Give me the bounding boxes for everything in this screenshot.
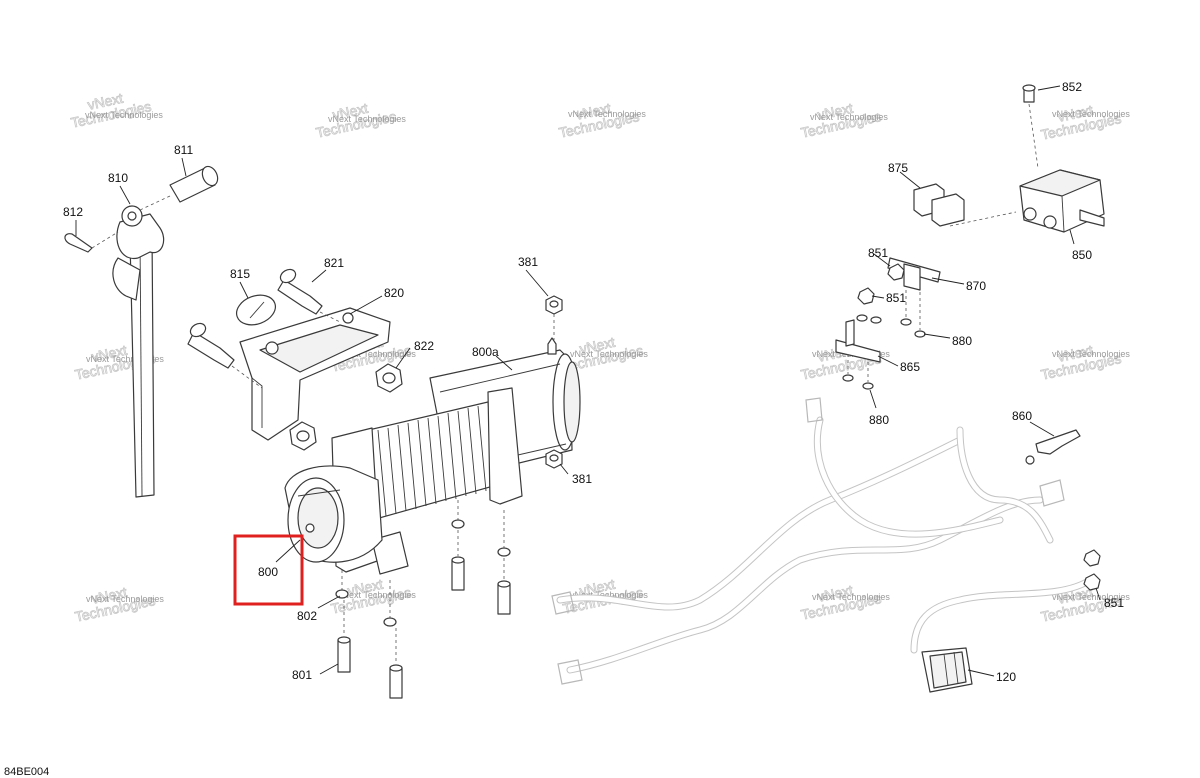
clamp-860 <box>1025 429 1081 465</box>
watermark-text: vNext <box>816 100 854 123</box>
bolt-852 <box>1022 84 1039 169</box>
watermark-text: vNext Technologies <box>570 349 648 359</box>
callout-labels: 811 810 812 815 821 820 822 381 381 800a… <box>63 80 1124 684</box>
nut-851 <box>857 263 1101 591</box>
leader-lines <box>75 85 1101 677</box>
callout-822: 822 <box>414 339 434 353</box>
bracket-865 <box>835 319 881 363</box>
watermark-text: vNext Technologies <box>86 594 164 604</box>
watermark-text: vNext <box>90 584 128 607</box>
nut-381-bottom <box>545 449 563 469</box>
watermark-text: vNext Technologies <box>1052 349 1130 359</box>
callout-810: 810 <box>108 171 128 185</box>
wiring-harness <box>551 397 1094 685</box>
watermark-text: vNext <box>578 576 616 599</box>
diagram-code: 84BE004 <box>4 766 49 778</box>
hook-pin-811 <box>139 165 219 211</box>
watermark-text: vNext Technologies <box>810 112 888 122</box>
contactor-850 <box>1019 169 1105 233</box>
watermark-text: vNext <box>90 342 128 365</box>
winch-assembly-800 <box>284 337 581 575</box>
washer-815 <box>236 294 276 326</box>
switch-120 <box>921 647 973 693</box>
callout-802: 802 <box>297 609 317 623</box>
callout-851-c: 851 <box>1104 596 1124 610</box>
callout-850: 850 <box>1072 248 1092 262</box>
callout-381-bottom: 381 <box>572 472 592 486</box>
callout-811: 811 <box>174 143 193 157</box>
callout-820: 820 <box>384 286 404 300</box>
relay-875 <box>913 183 1017 227</box>
callout-870: 870 <box>966 279 986 293</box>
watermark-text: vNext Technologies <box>570 590 648 600</box>
watermark-text: vNext Technologies <box>86 354 164 364</box>
watermark-text: vNext <box>331 100 369 123</box>
callout-852: 852 <box>1062 80 1082 94</box>
watermark-text: vNext Technologies <box>812 592 890 602</box>
nut-381-top <box>545 295 563 340</box>
bolt-821 <box>277 268 341 323</box>
callout-812: 812 <box>63 205 83 219</box>
winch-strap-hook <box>112 205 165 498</box>
callout-381-top: 381 <box>518 255 538 269</box>
watermark-text: vNext Technologies <box>1052 592 1130 602</box>
callout-851-b: 851 <box>886 291 906 305</box>
watermark-text: vNext <box>816 582 854 605</box>
watermark-text: vNext <box>86 90 124 113</box>
mount-bracket-820 <box>239 307 391 441</box>
nut-822 <box>289 363 403 451</box>
bolt-left <box>187 322 263 389</box>
callout-800a: 800a <box>472 345 499 359</box>
callout-801: 801 <box>292 668 312 682</box>
drum-coils <box>377 402 497 517</box>
watermark-text: vNext Technologies <box>568 109 646 119</box>
watermark-text: vNext Technologies <box>328 114 406 124</box>
watermark-text: vNext <box>346 576 384 599</box>
watermark-text: vNext Technologies <box>1052 109 1130 119</box>
highlight-box-800[interactable] <box>233 534 304 606</box>
clip-812 <box>64 231 119 253</box>
bolt-801 <box>337 530 511 699</box>
callout-851-a: 851 <box>868 246 888 260</box>
callout-821: 821 <box>324 256 344 270</box>
callout-880-b: 880 <box>869 413 889 427</box>
callout-120: 120 <box>996 670 1016 684</box>
callout-875: 875 <box>888 161 908 175</box>
callout-815: 815 <box>230 267 250 281</box>
callout-880-a: 880 <box>952 334 972 348</box>
washer-880 <box>842 290 926 390</box>
watermark-text: vNext <box>1056 342 1094 365</box>
callout-865: 865 <box>900 360 920 374</box>
watermark-text: vNext Technologies <box>85 110 163 120</box>
watermark-text: vNext <box>1056 102 1094 125</box>
callout-800: 800 <box>258 565 278 579</box>
bracket-870 <box>887 257 941 291</box>
washer-802 <box>335 500 511 627</box>
callout-860: 860 <box>1012 409 1032 423</box>
watermark-text: vNext Technologies <box>338 590 416 600</box>
watermark-text: vNext <box>574 100 612 123</box>
watermark-text: vNext <box>578 334 616 357</box>
watermark-text: vNext Technologies <box>338 349 416 359</box>
